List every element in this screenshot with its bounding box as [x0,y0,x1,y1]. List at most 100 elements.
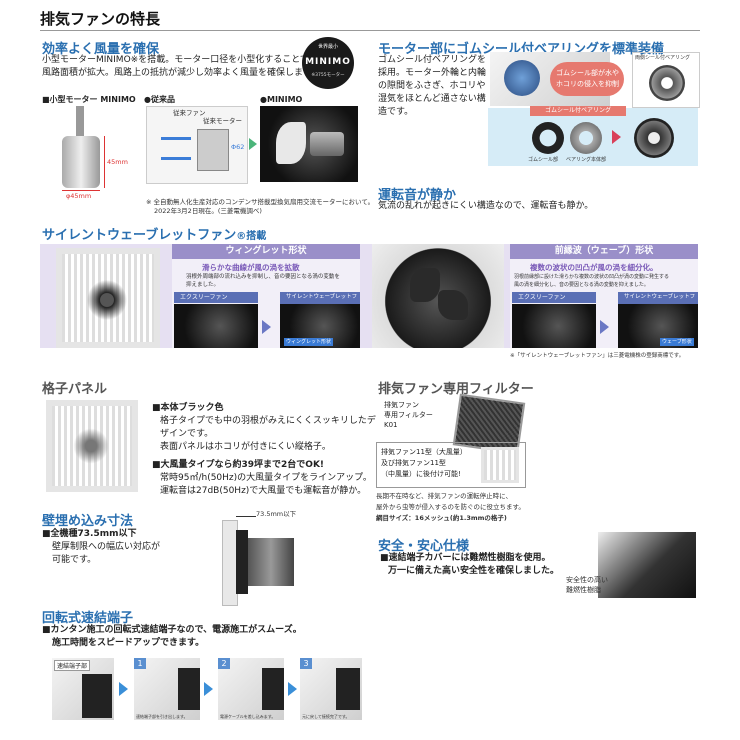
wall-diagram: 73.5mm以下 [222,510,304,606]
bearing-callout: ゴムシール部が水や ホコリの侵入を抑制 [550,62,624,96]
bearing-body-1: ゴムシール付ベアリングを [378,55,487,65]
terminal-step-1: 1 速結端子部を引き出します。 [134,658,200,720]
minimo-logo-text: MINIMO [305,57,351,67]
safety-callout-2: 難燃性樹脂 [566,586,601,594]
wavelet-fan-photo [372,244,504,348]
dim-diameter: Φ62 [231,143,245,151]
quiet-title: 運転音が静か [378,188,457,203]
grid-point2-title: ■大風量タイプなら約39坪まで2台でOK! [152,460,325,470]
winglet-label-a: エクスリーファン [174,292,258,303]
winglet-arrow-icon [262,320,271,334]
silent-wave-note: ※「サイレントウェーブレットファン」は三菱電機株の登録商標です。 [510,353,685,359]
terminal-step-0-tag: 速結端子部 [54,660,91,671]
grid-point1-body-1: 格子タイプでも中の羽根がみえにくくスッキリしたデ [160,416,376,426]
dim-height: 45mm [107,158,128,166]
bearing-arrow-icon [612,130,621,144]
bearing-body-3: の隙間をふさぎ、ホコリや [378,81,486,91]
winglet-tag: ウィングレット形状 [284,338,334,346]
bearing-part-label: ゴムシール付ベアリング [530,106,626,116]
winglet-image-a [174,304,258,348]
bearing-callout-2: ホコリの侵入を抑制 [556,80,619,88]
step-3-badge: 3 [300,658,312,669]
wall-point-title: ■全機種73.5mm以下 [42,529,137,539]
conventional-fan-label: 従来ファン [173,109,206,117]
filter-compat-2: 及び排気ファン11型 [381,459,446,467]
wave-header: 前縁波（ウェーブ）形状 [510,244,698,259]
wave-arrow-icon [600,320,609,334]
efficiency-title: 効率よく風量を確保 [42,42,160,57]
title-rule [40,30,700,31]
efficiency-body-2: 風路面積が拡大。風路上の抵抗が減少し効率よく風量を確保します。 [42,68,321,78]
motor-label: ■小型モーター MINIMO [42,95,136,104]
winglet-sub: 滑らかな曲線が風の渦を拡散 [202,263,300,272]
winglet-panel: ウィングレット形状 滑らかな曲線が風の渦を拡散 羽根外周端部の流れ込みを抑制し、… [172,244,360,348]
minimo-fan-photo [260,106,358,182]
wave-label-a: エクスリーファン [512,292,596,303]
conventional-diagram: 従来ファン 従来モーター Φ62 [146,106,248,184]
minimo-logo: 世界最小 MINIMO ※3755モーター [302,37,354,89]
grid-point2-body-1: 常時95㎥/h(50Hz)の大風量タイプをラインアップ。 [160,473,372,483]
filter-name-2: 専用フィルター [384,411,433,419]
safety-callout-1: 安全性の高い [566,576,608,584]
silent-wave-title: サイレントウェーブレットファン®搭載 [42,228,267,243]
filter-name-1: 排気ファン [384,401,419,409]
grid-panel-photo [46,400,138,492]
terminal-arrow-1-icon [119,682,128,696]
bearing-body-5: 造です。 [378,107,414,117]
bearing-seal-label: ゴムシール部 [528,157,559,163]
bearing-callout-1: ゴムシール部が水や [556,69,619,77]
wave-sub: 複数の波状の凹凸が風の渦を細分化。 [530,263,658,272]
grid-point1-body-3: 表面パネルはホコリが付きにくい縦格子。 [160,442,331,452]
efficiency-note-1: ※ 全自動無人化生産対応のコンデンサ搭載型換気扇用交流モーターにおいて。 [146,198,375,206]
terminal-arrow-3-icon [288,682,297,696]
filter-compat-1: 排気ファン11型（大風量） [381,448,467,456]
terminal-arrow-2-icon [204,682,213,696]
wall-point-body-2: 可能です。 [52,555,97,565]
wave-tag: ウェーブ形状 [660,338,694,346]
grid-point2-body-2: 運転音は27dB(50Hz)で大風量でも運転音が静か。 [160,486,367,496]
filter-note-2: 屋外から虫等が侵入するのを防ぐのに役立ちます。 [376,503,525,511]
grid-point1-body-2: ザインです。 [160,429,214,439]
filter-title: 排気ファン専用フィルター [378,382,534,397]
minimo-motor-drawing: φ45mm 45mm [52,106,140,200]
dim-width: φ45mm [66,192,92,200]
bearing-body-label: ベアリング本体部 [566,157,607,163]
safety-title: 安全・安心仕様 [378,539,470,554]
terminal-step-3: 3 元に戻して接続完了です。 [300,658,362,720]
filter-fan-photo [481,447,519,483]
compare-arrow-icon [249,138,257,150]
wave-image-a [512,304,596,348]
efficiency-note-2: 2022年3月2日現在。(三菱電機調べ) [154,207,262,215]
safety-photo [598,532,696,598]
conventional-motor-label: 従来モーター [203,117,242,125]
terminal-step-2: 2 電源ケーブルを差し込みます。 [218,658,284,720]
bearing-body-2: 採用。モーター外輪と内輪 [378,68,487,78]
step-2-badge: 2 [218,658,230,669]
double-seal-bearing: 両側シール付ベアリング [632,52,700,108]
quiet-body: 気流の乱れが起きにくい構造なので、運転音も静か。 [378,201,594,211]
wave-desc-2: 風の渦を細分化し、音の要因となる渦の変動を抑えました。 [514,282,649,288]
grille-fan-photo [56,248,160,348]
terminal-body-2: 施工時間をスピードアップできます。 [52,638,205,648]
step-2-caption: 電源ケーブルを差し込みます。 [220,714,276,719]
minimo-label: ●MINIMO [260,95,303,104]
efficiency-body-1: 小型モーターMINIMO※を搭載。モーター口径を小型化することで、 [42,55,318,65]
terminal-title: 回転式速結端子 [42,611,134,626]
bearing-parts-panel: ゴムシール付ベアリング ゴムシール部 ベアリング本体部 [488,106,698,166]
double-seal-label: 両側シール付ベアリング [635,55,691,61]
filter-compat-3: （中風量）に後付け可能! [381,470,461,478]
step-3-caption: 元に戻して接続完了です。 [302,714,350,719]
wall-dim-label: 73.5mm以下 [256,510,297,519]
terminal-body-1: ■カンタン施工の回転式速結端子なので、電源施工がスムーズ。 [42,625,302,635]
minimo-logo-top: 世界最小 [317,44,338,50]
grid-point1-title: ■本体ブラック色 [152,403,224,413]
wave-panel: 前縁波（ウェーブ）形状 複数の波状の凹凸が風の渦を細分化。 羽根前縁部に設けた滑… [510,244,698,348]
bearing-body-4: 湿気をほとんど通さない構 [378,94,486,104]
terminal-step-0: 速結端子部 [52,658,114,720]
filter-compat-box: 排気ファン11型（大風量） 及び排気ファン11型 （中風量）に後付け可能! [376,442,526,488]
minimo-logo-sub: ※3755モーター [311,73,345,78]
filter-note-1: 長期不在時など、排気ファンの運転停止時に、 [376,492,512,500]
winglet-desc-2: 抑えました。 [186,282,220,288]
winglet-header: ウィングレット形状 [172,244,360,259]
filter-name-3: K01 [384,421,398,429]
